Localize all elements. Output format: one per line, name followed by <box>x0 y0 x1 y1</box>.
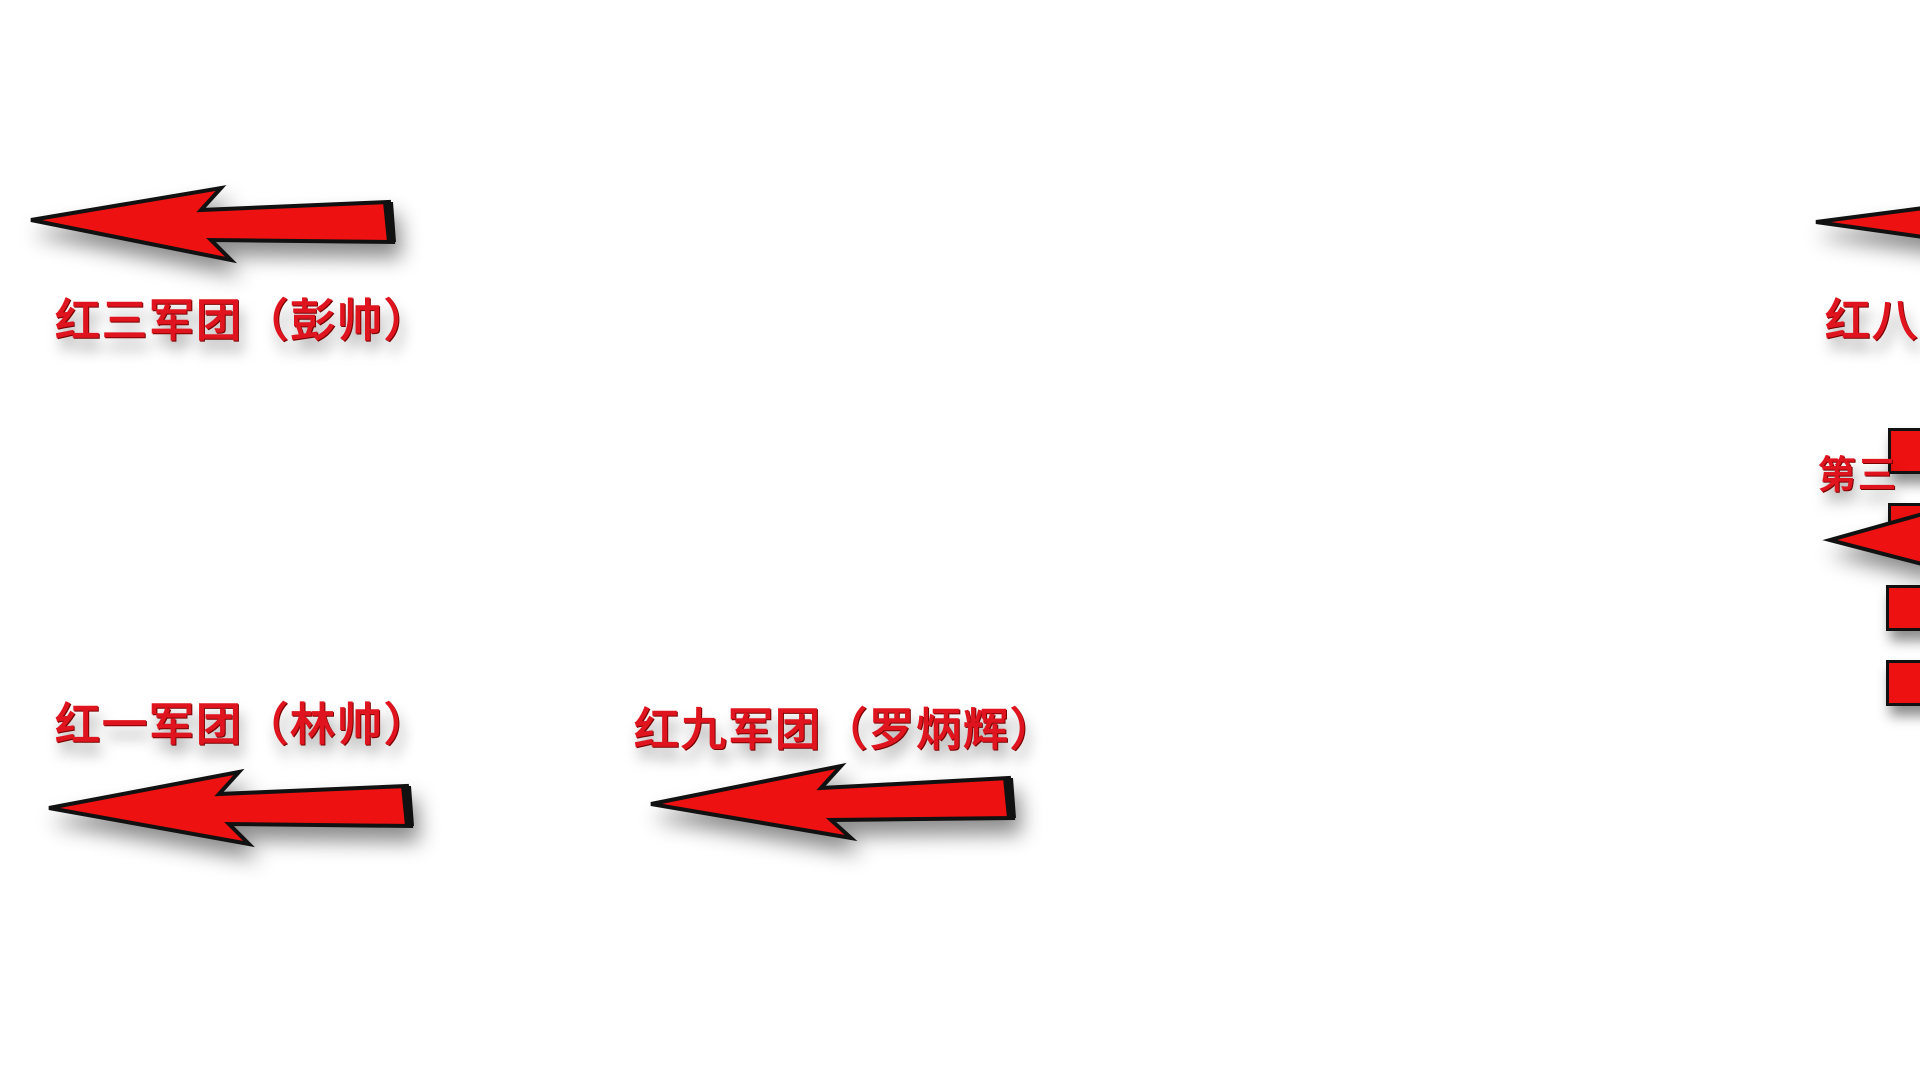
ninth-corps-label: 红九军团（罗炳辉） <box>634 703 1058 756</box>
ninth-corps-arrow <box>650 762 1016 842</box>
third-corps-arrow <box>30 185 396 264</box>
third-field-label: 第三 <box>1818 453 1899 497</box>
first-corps-label: 红一军团（林帅） <box>55 698 432 751</box>
eighth-corps-label: 红八 <box>1825 294 1920 347</box>
third-field-bar-lower <box>1886 585 1920 631</box>
third-field-bar-top <box>1888 428 1920 474</box>
third-field-arrow <box>1822 512 1920 566</box>
third-corps-label: 红三军团（彭帅） <box>55 294 432 347</box>
third-field-bar-bottom <box>1886 660 1920 706</box>
eighth-corps-arrow <box>1815 206 1920 239</box>
first-corps-arrow <box>48 768 414 848</box>
